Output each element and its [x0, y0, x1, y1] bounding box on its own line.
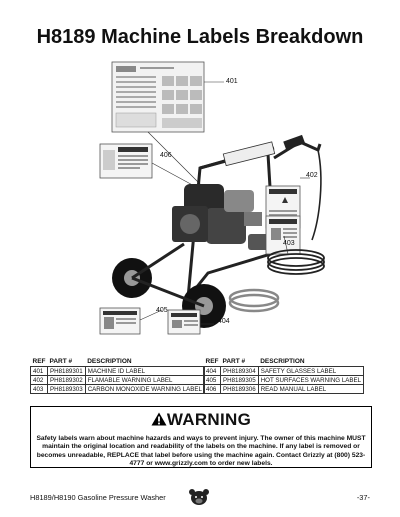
grizzly-bear-logo-icon: [189, 489, 209, 505]
garden-hose-coil: [228, 288, 280, 313]
ref-cell: 401: [30, 366, 48, 376]
parts-table-right: REF PART # DESCRIPTION 404 PH8189304 SAF…: [203, 358, 365, 394]
description-cell: SAFETY GLASSES LABEL: [257, 366, 365, 376]
description-cell: CARBON MONOXIDE WARNING LABEL: [84, 384, 205, 394]
table-row: 405 PH8189305 HOT SURFACES WARNING LABEL: [203, 375, 365, 385]
ref-cell: 406: [203, 384, 221, 394]
callout-401: 401: [226, 78, 238, 85]
warning-triangle-icon: [151, 412, 167, 426]
carbon-monoxide-label-thumbnail: [265, 215, 301, 255]
ref-cell: 404: [203, 366, 221, 376]
col-description: DESCRIPTION: [260, 358, 305, 365]
description-cell: MACHINE ID LABEL: [84, 366, 205, 376]
machine-id-label-thumbnail: [111, 61, 205, 133]
col-ref: REF: [32, 358, 46, 365]
part-number-cell: PH8189306: [220, 384, 259, 394]
description-cell: READ MANUAL LABEL: [257, 384, 365, 394]
callout-405: 405: [156, 307, 168, 314]
description-cell: HOT SURFACES WARNING LABEL: [257, 375, 365, 385]
parts-table-left: REF PART # DESCRIPTION 401 PH8189301 MAC…: [30, 358, 205, 394]
ref-cell: 402: [30, 375, 48, 385]
hot-surfaces-label-thumbnail: [99, 307, 141, 335]
table-row: 404 PH8189304 SAFETY GLASSES LABEL: [203, 366, 365, 376]
part-number-cell: PH8189303: [47, 384, 86, 394]
callout-403: 403: [283, 240, 295, 247]
table-header-row: REF PART # DESCRIPTION: [31, 358, 205, 367]
pressure-washer-illustration: [99, 61, 325, 335]
table-row: 401 PH8189301 MACHINE ID LABEL: [30, 366, 205, 376]
ref-cell: 405: [203, 375, 221, 385]
col-part-number: PART #: [49, 358, 73, 365]
table-row: 402 PH8189302 FLAMABLE WARNING LABEL: [30, 375, 205, 385]
ref-cell: 403: [30, 384, 48, 394]
part-number-cell: PH8189301: [47, 366, 86, 376]
part-number-cell: PH8189302: [47, 375, 86, 385]
page-number: -37-: [356, 493, 370, 502]
hose-coil: [267, 249, 325, 275]
safety-glasses-label-thumbnail: [167, 309, 201, 335]
col-ref: REF: [205, 358, 219, 365]
footer-product-name: H8189/H8190 Gasoline Pressure Washer: [30, 493, 166, 502]
col-part-number: PART #: [222, 358, 246, 365]
read-manual-label-thumbnail: [99, 143, 153, 179]
warning-body: Safety labels warn about machine hazards…: [36, 435, 366, 467]
page-title: H8189 Machine Labels Breakdown: [36, 26, 364, 48]
table-row: 406 PH8189306 READ MANUAL LABEL: [203, 384, 365, 394]
part-number-cell: PH8189304: [220, 366, 259, 376]
table-row: 403 PH8189303 CARBON MONOXIDE WARNING LA…: [30, 384, 205, 394]
warning-box: WARNING Safety labels warn about machine…: [30, 406, 372, 468]
callout-402: 402: [306, 172, 318, 179]
callout-406: 406: [160, 152, 172, 159]
description-cell: FLAMABLE WARNING LABEL: [84, 375, 205, 385]
callout-404: 404: [218, 318, 230, 325]
table-header-row: REF PART # DESCRIPTION: [204, 358, 364, 367]
col-description: DESCRIPTION: [87, 358, 132, 365]
warning-heading: WARNING: [31, 410, 371, 430]
part-number-cell: PH8189305: [220, 375, 259, 385]
warning-heading-text: WARNING: [166, 410, 252, 429]
